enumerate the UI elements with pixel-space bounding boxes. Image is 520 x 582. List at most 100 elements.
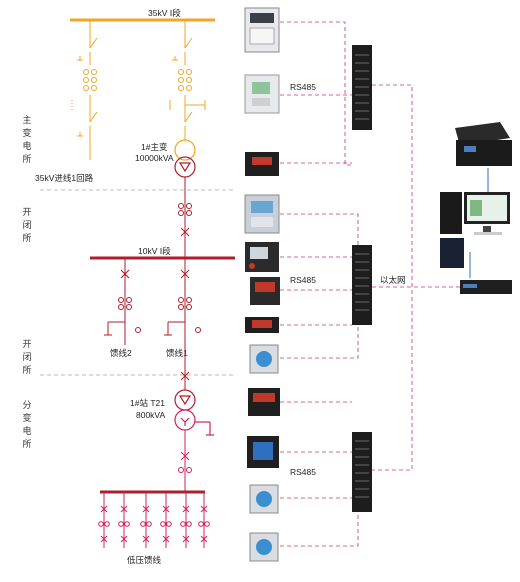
meter-display: [250, 13, 274, 23]
analyzer-screen: [253, 442, 273, 460]
rs485-link: [280, 325, 359, 359]
section-label-char: 闭: [22, 351, 31, 362]
meter-panel: [249, 27, 275, 45]
section-label-char: 所: [22, 154, 31, 164]
breaker-cross: [180, 227, 190, 237]
relay-screen: [252, 82, 270, 94]
busbar-35kv-label: 35kV Ⅰ段: [148, 8, 181, 18]
analyzer-screen: [256, 351, 272, 367]
panel-meter-device: [245, 152, 279, 176]
ct-coil: [91, 69, 97, 75]
transformer-t21-rating: 800kVA: [136, 410, 165, 420]
section-label-switchgear-1: 开 闭 所: [22, 207, 31, 243]
panel-meter-display: [252, 320, 272, 328]
status-led: [249, 263, 255, 269]
lv-feeder: [160, 492, 172, 548]
ct-coil: [126, 304, 132, 310]
ct-coil: [118, 297, 124, 303]
section-label-switchgear-2: 开 闭 所: [22, 339, 31, 375]
printer-icon: [455, 122, 512, 166]
panel-meter-device: [245, 317, 279, 333]
ct-coil: [83, 85, 89, 91]
feeder-1-label: 馈线1: [166, 348, 188, 358]
relay-keypad: [251, 217, 273, 227]
section-label-char: 主: [22, 114, 31, 125]
serial-switch-1: [352, 45, 372, 130]
lv-feeder: [140, 492, 152, 548]
pc-tower: [440, 192, 462, 234]
transformer-t21-name: 1#站 T21: [130, 398, 165, 408]
serial-switch-3: [352, 432, 372, 512]
section-label-char: 闭: [22, 219, 31, 230]
section-label-char: 所: [22, 233, 31, 243]
section-label-char: 电: [22, 425, 31, 436]
transformer-main-name: 1#主变: [141, 142, 168, 152]
surge-arrester: [195, 327, 201, 333]
relay-body: [244, 194, 280, 234]
panel-meter-device: [250, 277, 280, 305]
ct-coil: [178, 304, 184, 310]
busbar-35kv-section: [70, 18, 215, 160]
lv-feeder: [98, 492, 110, 548]
incoming-line-label: 35kV进线1回路: [35, 173, 94, 183]
panel-meter-display: [253, 393, 275, 402]
transformer-winding-hv: [174, 389, 196, 411]
ethernet-label: 以太网: [380, 275, 406, 285]
ct-coil: [178, 210, 184, 216]
transformer-main: [174, 139, 196, 178]
relay-keypad: [252, 98, 270, 106]
ct-coil: [83, 69, 89, 75]
section-label-char: 分: [22, 400, 31, 410]
ct-coil: [178, 203, 184, 209]
ct-coil: [91, 77, 97, 83]
power-analyzer-device: [249, 344, 279, 374]
ct-coil: [178, 69, 184, 75]
delta-symbol: [178, 162, 192, 173]
rs485-label: RS485: [290, 82, 316, 92]
relay-screen: [250, 247, 268, 259]
ct-coil: [186, 297, 192, 303]
lv-feeder: [180, 492, 192, 548]
section-label-char: 开: [22, 339, 31, 349]
distribution-feed: [180, 345, 190, 390]
delta-symbol: [178, 395, 192, 406]
power-analyzer-device: [249, 532, 279, 562]
protection-relay-device: [244, 194, 280, 234]
ct-coil: [178, 77, 184, 83]
ct-coil: [178, 467, 184, 473]
breaker-cross: [180, 371, 190, 381]
rs485-label: RS485: [290, 275, 316, 285]
ct-coil: [91, 85, 97, 91]
rs485-link: [280, 21, 352, 166]
busbar-10kv-label: 10kV Ⅰ段: [138, 246, 171, 256]
section-label-char: 所: [22, 365, 31, 375]
relay-screen: [251, 201, 273, 213]
ct-coil: [126, 297, 132, 303]
section-label-char: 电: [22, 140, 31, 151]
disconnect-switch: [184, 111, 193, 123]
power-analyzer-device: [247, 436, 279, 468]
ct-coil: [186, 77, 192, 83]
monitor-content: [470, 200, 482, 216]
section-label-char: 开: [22, 207, 31, 217]
surge-arrester: [135, 327, 141, 333]
transformer-t21: [174, 389, 214, 436]
ct-coil: [118, 304, 124, 310]
analyzer-screen: [256, 491, 272, 507]
switch-body: [352, 245, 372, 325]
device-links: [280, 21, 462, 547]
section-label-char: 所: [22, 439, 31, 449]
disconnect-switch: [89, 37, 98, 49]
ct-coil: [178, 85, 184, 91]
ct-coil: [186, 69, 192, 75]
breaker-cross: [180, 269, 190, 279]
rs485-label: RS485: [290, 467, 316, 477]
ethernet-link: [372, 84, 413, 471]
disconnect-switch: [184, 37, 193, 49]
energy-meter-device: [244, 7, 280, 53]
panel-meter-device: [248, 388, 280, 416]
transformer-winding-hv: [174, 139, 196, 161]
section-label-main-substation: 主 变 电 所: [22, 114, 31, 164]
ct-coil: [186, 210, 192, 216]
